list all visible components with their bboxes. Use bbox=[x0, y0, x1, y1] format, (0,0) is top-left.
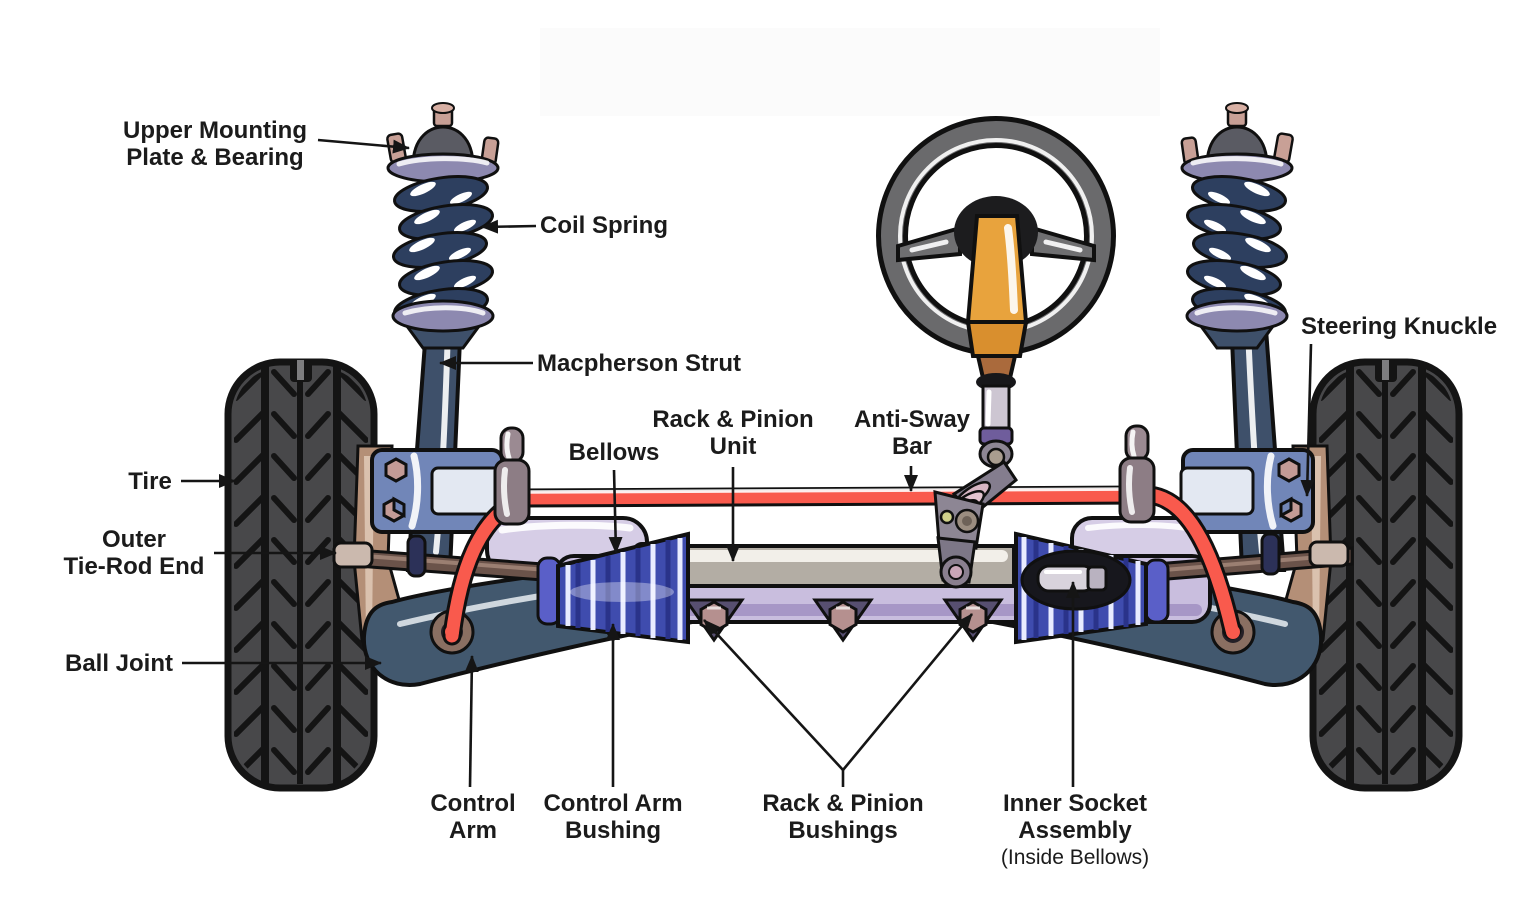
label-outer-tie-rod-end: Outer Tie-Rod End bbox=[63, 526, 205, 580]
label-rack-pinion-unit: Rack & Pinion Unit bbox=[652, 406, 814, 460]
inner-socket-assembly-graphic bbox=[1036, 564, 1108, 593]
outer-tie-rod-end-graphic bbox=[332, 541, 374, 569]
bellows-left bbox=[536, 531, 690, 645]
clamp-left bbox=[495, 428, 529, 524]
strut-left bbox=[387, 103, 499, 348]
steering-column bbox=[933, 214, 1029, 589]
label-macpherson-strut: Macpherson Strut bbox=[537, 350, 742, 377]
outer-tie-rod-end-right-graphic bbox=[1308, 540, 1350, 568]
label-rack-pinion-bushings: Rack & Pinion Bushings bbox=[762, 790, 924, 844]
label-tire: Tire bbox=[128, 468, 172, 495]
label-coil-spring: Coil Spring bbox=[540, 212, 668, 239]
tie-rod-right bbox=[1128, 532, 1354, 584]
tie-rod-left bbox=[332, 534, 572, 584]
clamp-right bbox=[1120, 426, 1154, 522]
label-control-arm-bushing: Control Arm Bushing bbox=[543, 790, 683, 844]
anti-sway-bar-graphic bbox=[442, 485, 1242, 646]
bellows-right bbox=[1014, 531, 1170, 645]
label-upper-mounting-plate-bearing: Upper Mounting Plate & Bearing bbox=[123, 117, 307, 171]
strut-right bbox=[1181, 103, 1293, 348]
label-steering-knuckle: Steering Knuckle bbox=[1301, 313, 1498, 340]
faded-watermark-band bbox=[540, 28, 1160, 116]
tire-left bbox=[228, 360, 374, 788]
label-control-arm: Control Arm bbox=[430, 790, 516, 844]
label-ball-joint: Ball Joint bbox=[64, 650, 174, 677]
label-anti-sway-bar: Anti-Sway Bar bbox=[853, 406, 971, 460]
leader-lines bbox=[181, 138, 1315, 788]
label-bellows: Bellows bbox=[568, 439, 660, 466]
label-inner-socket-assembly: Inner Socket Assembly (Inside Bellows) bbox=[1000, 790, 1150, 869]
tire-right bbox=[1313, 360, 1459, 788]
